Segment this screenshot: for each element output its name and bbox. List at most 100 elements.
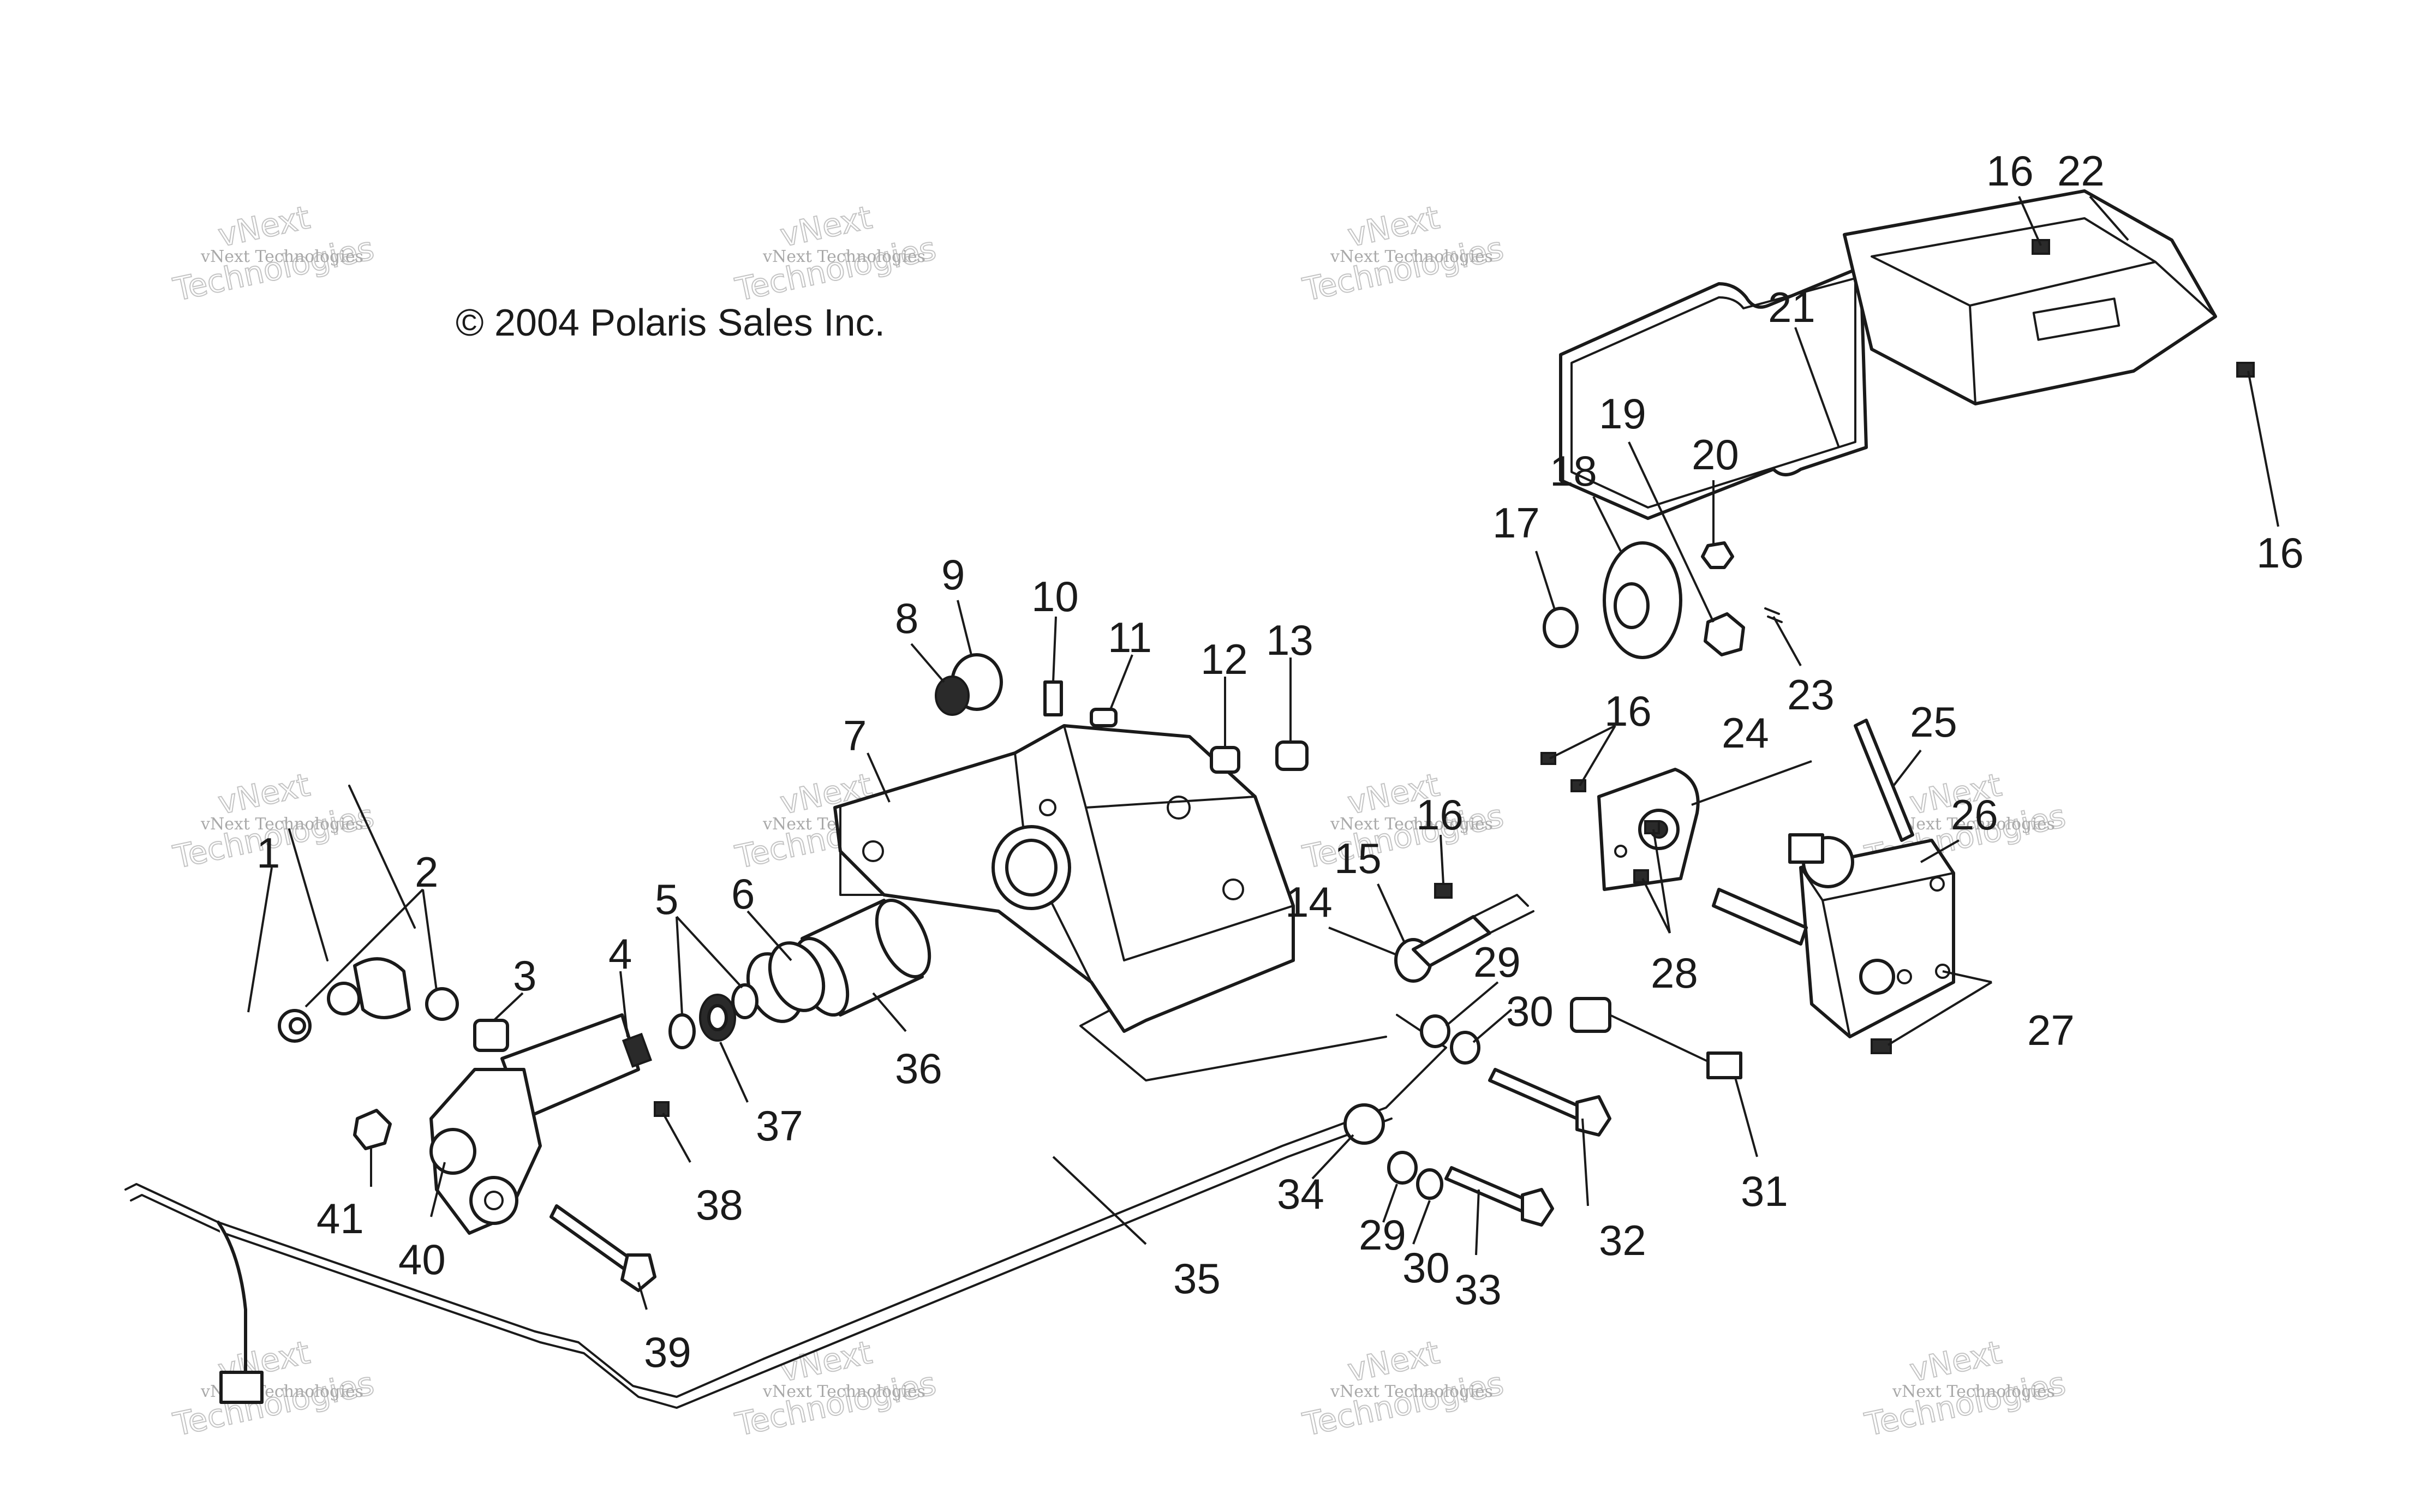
callout-27: 27 [2027,1006,2075,1054]
part-16-screws-plate [1540,752,1586,792]
part-10-fitting [1043,680,1063,716]
part-3-bushing [473,1019,509,1052]
part-25-rod [1854,719,1914,842]
callout-5: 5 [655,875,678,923]
callout-29-a: 29 [1473,938,1521,986]
callout-10: 10 [1031,572,1079,620]
part-40-yoke [429,1068,542,1235]
watermark: vNext Technologies vNext Technologies [1299,1333,1508,1444]
part-16-screw-top [2032,239,2050,255]
part-6-rings [746,941,826,1023]
part-21-gasket [1559,266,1868,520]
callout-36: 36 [895,1044,942,1092]
callout-labels: 1 2 3 4 5 6 7 8 9 10 11 12 13 14 15 16 1… [256,147,2304,1376]
copyright-text: © 2004 Polaris Sales Inc. [456,301,885,344]
watermark: vNext Technologies vNext Technologies [170,198,378,309]
watermark: vNext Technologies vNext Technologies [732,198,940,309]
watermark-small: vNext Technologies [1330,247,1493,266]
part-20-nut [1701,541,1734,569]
part-27-screw [1871,1038,1892,1054]
callout-29-b: 29 [1359,1211,1406,1259]
part-29-washer [1387,1014,1450,1185]
callout-39: 39 [644,1328,691,1376]
part-5-washer [668,983,758,1049]
callout-40: 40 [398,1235,446,1283]
callout-30-a: 30 [1506,987,1554,1035]
callout-15: 15 [1334,834,1382,882]
part-30-washer [1416,1031,1480,1200]
callout-25: 25 [1910,698,1957,746]
callout-34: 34 [1277,1170,1324,1218]
callout-3: 3 [513,952,536,1000]
callout-32: 32 [1599,1216,1646,1264]
callout-24: 24 [1722,709,1769,757]
watermark-small: vNext Technologies [762,247,925,266]
callout-16-b: 16 [1604,687,1652,735]
callout-28: 28 [1651,949,1698,997]
watermark-small: vNext Technologies [1330,1382,1493,1401]
watermark: vNext Technologies vNext Technologies [1299,198,1508,309]
callout-35: 35 [1173,1254,1221,1302]
callout-4: 4 [608,930,632,978]
callout-16-a: 16 [1416,791,1464,839]
callout-16-d: 16 [2256,529,2304,577]
part-16-screw [1434,883,1453,899]
callout-1: 1 [256,829,280,877]
part-17-washer [1543,607,1579,648]
watermark: vNext Technologies vNext Technologies [1299,766,1508,876]
callout-22: 22 [2057,147,2105,195]
watermark-small: vNext Technologies [762,1382,925,1401]
watermark: vNext Technologies vNext Technologies [732,1333,940,1444]
callout-33: 33 [1454,1265,1502,1313]
part-23-spring [1764,607,1783,623]
watermark-small: vNext Technologies [1330,815,1493,834]
callout-21: 21 [1768,283,1815,331]
leader-lines [247,195,2279,1310]
callout-14: 14 [1285,878,1333,926]
part-11-pin [1090,708,1118,727]
callout-8: 8 [895,594,918,642]
part-34-bushing [1343,1103,1385,1145]
part-39-bolt [550,1204,656,1292]
part-16-screw-right [2236,362,2255,378]
part-18-disc [1603,541,1682,659]
callout-17: 17 [1492,499,1540,547]
part-14-connector [1394,894,1534,983]
callout-31: 31 [1741,1167,1788,1215]
part-shock-end [278,785,459,1043]
part-33-bolt [1444,1166,1554,1227]
callout-19: 19 [1599,390,1646,438]
callout-9: 9 [941,551,965,599]
part-35-cable [124,976,1447,1409]
part-12-sleeve [1210,746,1240,774]
callout-16-c: 16 [1986,147,2034,195]
part-7-bracket [833,724,1295,1033]
part-28-screws [1633,820,1660,883]
part-31-sensor [1570,997,1742,1079]
part-22-cover [1843,189,2217,405]
callout-2: 2 [415,848,438,896]
callout-38: 38 [696,1181,743,1229]
part-37-seal [699,994,736,1042]
watermark: vNext Technologies vNext Technologies [170,1333,378,1444]
part-19-nut [1704,612,1745,656]
watermark-small: vNext Technologies [1892,815,2055,834]
callout-7: 7 [843,712,867,760]
callout-20: 20 [1692,431,1739,479]
callout-26: 26 [1951,791,1998,839]
callout-18: 18 [1550,447,1597,495]
callout-12: 12 [1200,635,1248,683]
callout-37: 37 [756,1102,803,1150]
part-9-gear [935,653,1003,716]
watermark-small: vNext Technologies [200,815,363,834]
callout-6: 6 [731,870,755,918]
part-41-nut [353,1109,392,1150]
callout-41: 41 [316,1194,364,1242]
callout-11: 11 [1108,613,1152,661]
part-38-screw [654,1101,670,1117]
watermark: vNext Technologies vNext Technologies [1861,1333,2070,1444]
callout-23: 23 [1787,671,1835,719]
callout-30-b: 30 [1402,1244,1450,1292]
callout-13: 13 [1266,616,1313,664]
part-26-actuator [1712,833,1955,1038]
